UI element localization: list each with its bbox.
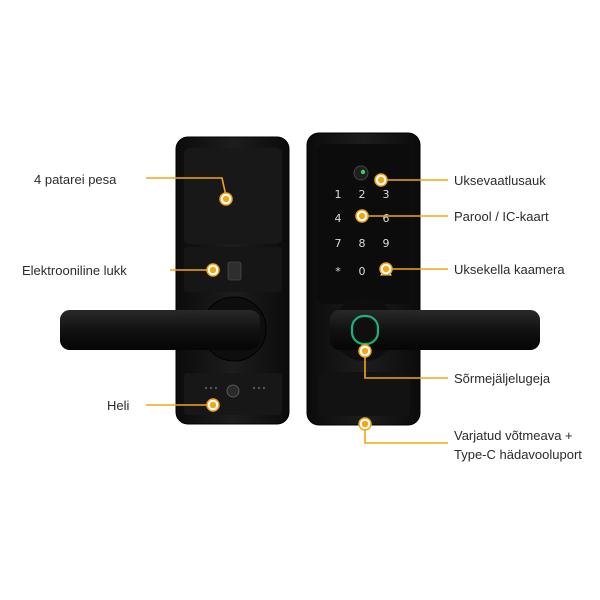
label-peephole: Uksevaatlusauk: [454, 173, 546, 188]
keypad-key-2: 2: [359, 188, 366, 201]
label-keypad: Parool / IC-kaart: [454, 209, 549, 224]
callout-dot-fingerprint: [358, 344, 372, 358]
callout-dot-battery: [219, 192, 233, 206]
label-battery-compartment: 4 patarei pesa: [34, 172, 117, 187]
label-hidden-keyhole-line1: Varjatud võtmeava +: [454, 428, 573, 443]
fingerprint-reader: [350, 314, 380, 346]
keypad-key-4: 4: [335, 212, 342, 225]
callout-dot-keypad: [355, 209, 369, 223]
keypad-key-8: 8: [359, 237, 366, 250]
keypad-key-star: *: [335, 265, 341, 278]
callout-line-battery: [146, 177, 227, 197]
callout-dot-motor: [206, 263, 220, 277]
thumb-turn: [227, 261, 242, 281]
keypad-key-0: 0: [359, 265, 366, 278]
keypad-key-6: 6: [383, 212, 390, 225]
interior-keyhole: [226, 384, 240, 398]
callout-dot-camera: [379, 262, 393, 276]
label-doorbell-camera: Uksekella kaamera: [454, 262, 565, 277]
keypad-key-9: 9: [383, 237, 390, 250]
label-speaker: Heli: [107, 398, 130, 413]
keypad-key-1: 1: [335, 188, 342, 201]
label-fingerprint-reader: Sõrmejäljelugeja: [454, 371, 551, 386]
callout-dot-speaker: [206, 398, 220, 412]
interior-lock: [60, 136, 290, 425]
keypad-key-3: 3: [383, 188, 390, 201]
hidden-keyhole-cover: [318, 372, 410, 416]
callout-dot-hidden-key: [358, 417, 372, 431]
callout-line-hidden-key: [364, 424, 448, 444]
speaker-grille: [204, 386, 266, 390]
callout-dots: [206, 173, 393, 431]
callout-dot-peephole: [374, 173, 388, 187]
label-hidden-keyhole-line2: Type-C hädavooluport: [454, 447, 582, 462]
battery-cover: [184, 148, 282, 244]
peephole-lens: [353, 165, 369, 181]
keypad-key-7: 7: [335, 237, 342, 250]
label-electronic-lock: Elektrooniline lukk: [22, 263, 127, 278]
callout-line-fingerprint: [364, 352, 448, 379]
